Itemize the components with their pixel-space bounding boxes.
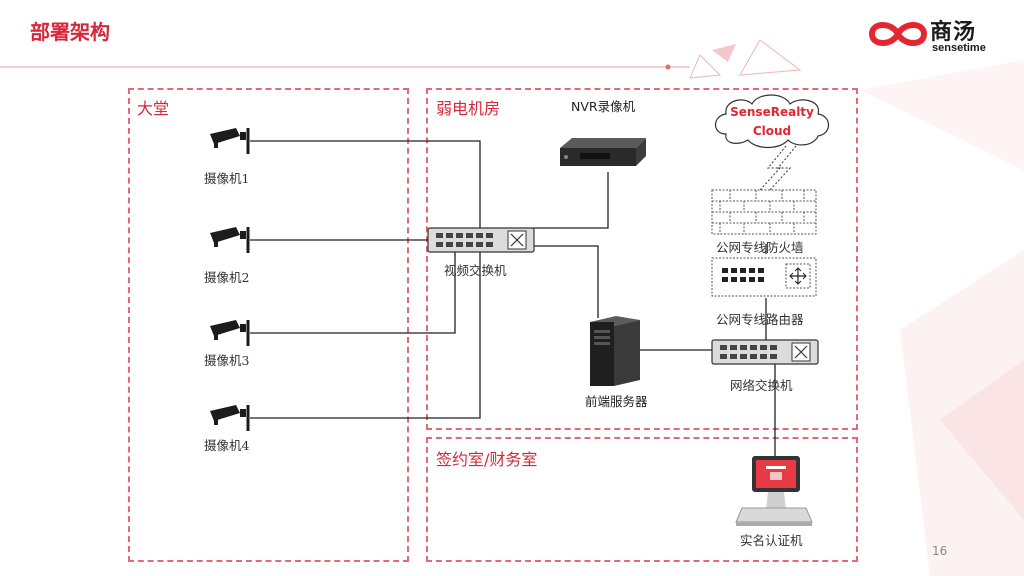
- zone-lobby-label: 大堂: [137, 99, 170, 118]
- page-number: 16: [932, 544, 948, 558]
- server-tower-icon: [590, 316, 640, 386]
- cloud-name-line2: Cloud: [753, 124, 791, 138]
- firewall-icon: [711, 189, 817, 235]
- zone-server-room-label: 弱电机房: [436, 99, 501, 118]
- camera-3-label: 摄像机3: [204, 353, 250, 368]
- camera-icon: [210, 405, 250, 431]
- zone-lobby: [128, 88, 409, 562]
- camera-2-label: 摄像机2: [204, 270, 250, 285]
- page-title: 部署架构: [30, 20, 110, 44]
- logo-english-text: sensetime: [932, 42, 986, 54]
- company-logo: 商汤 sensetime: [866, 14, 996, 58]
- zone-signing-room: [426, 437, 858, 562]
- video-switch-label: 视频交换机: [444, 263, 507, 278]
- camera-icon: [210, 320, 250, 346]
- connection-lines: [250, 140, 776, 456]
- network-switch-icon: [711, 339, 819, 365]
- logo-chinese-text: 商汤: [930, 20, 977, 45]
- cloud-name-line1: SenseRealty: [730, 105, 814, 119]
- camera-icon: [210, 227, 250, 253]
- zone-signing-room-label: 签约室/财务室: [436, 450, 538, 469]
- router-label: 公网专线路由器: [716, 312, 804, 327]
- id-terminal-icon: [735, 456, 813, 526]
- video-switch-icon: [427, 227, 535, 253]
- firewall-label: 公网专线防火墙: [716, 240, 804, 255]
- camera-1-label: 摄像机1: [204, 171, 250, 186]
- nvr-label: NVR录像机: [571, 99, 636, 114]
- cloud-icon: SenseRealty Cloud: [714, 94, 830, 149]
- front-server-label: 前端服务器: [585, 394, 648, 409]
- camera-icon: [210, 128, 250, 154]
- lightning-link-icon: [759, 145, 797, 191]
- network-switch-label: 网络交换机: [730, 378, 793, 393]
- router-icon: [711, 257, 817, 297]
- id-terminal-label: 实名认证机: [740, 533, 803, 548]
- nvr-recorder-icon: [560, 138, 646, 166]
- zone-server-room: [426, 88, 858, 430]
- camera-4-label: 摄像机4: [204, 438, 250, 453]
- sensetime-logo-icon: [868, 22, 928, 46]
